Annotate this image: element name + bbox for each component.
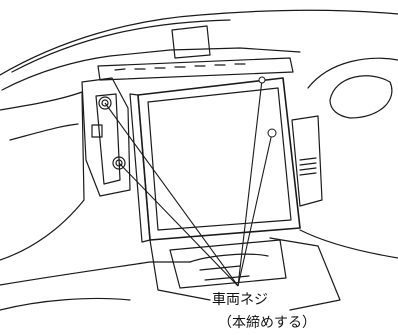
lower-bolt-head xyxy=(115,159,123,167)
lower-dash-curve xyxy=(0,297,131,311)
windshield-edge xyxy=(11,19,231,73)
bolt-clip xyxy=(91,124,103,138)
trim-slots xyxy=(114,63,246,71)
right-bracket xyxy=(291,115,323,207)
leader-to-lower-bolt xyxy=(118,162,239,287)
right-grille xyxy=(299,157,317,176)
dash-lip xyxy=(1,47,301,91)
left-bracket xyxy=(81,77,131,197)
upper-bolt-head xyxy=(101,99,109,107)
console-cavity xyxy=(189,253,269,263)
display-frame xyxy=(137,77,301,241)
dashboard-top-contour xyxy=(0,9,398,76)
right-lower-panel xyxy=(299,229,398,259)
sensor-block xyxy=(171,25,211,59)
display-screen xyxy=(147,87,292,231)
left-console-edge xyxy=(0,261,191,286)
left-panel-outer xyxy=(0,91,85,261)
callout-label-sub: （本締めする） xyxy=(218,315,316,331)
left-bracket-inner xyxy=(95,93,121,185)
left-panel-inner xyxy=(9,123,79,141)
leader-to-right-top xyxy=(237,79,263,287)
right-vent-housing xyxy=(307,57,398,89)
upper-bolt xyxy=(98,96,112,110)
leader-to-right-mid xyxy=(237,132,273,287)
lower-console-left xyxy=(149,239,211,301)
right-vent-ring xyxy=(329,75,393,119)
lower-bolt xyxy=(112,156,126,170)
leader-lines xyxy=(104,79,273,287)
upper-trim-strip xyxy=(97,57,294,81)
right-console-wall xyxy=(269,237,341,311)
leader-to-upper-bolt xyxy=(104,102,239,287)
lower-console-floor xyxy=(169,239,287,289)
right-top-screw-icon xyxy=(258,76,266,84)
right-mid-screw-icon xyxy=(267,128,277,138)
target-markers xyxy=(258,76,277,138)
callout-label-main: 車両ネジ xyxy=(212,292,268,308)
display-bezel-edge xyxy=(129,93,151,243)
